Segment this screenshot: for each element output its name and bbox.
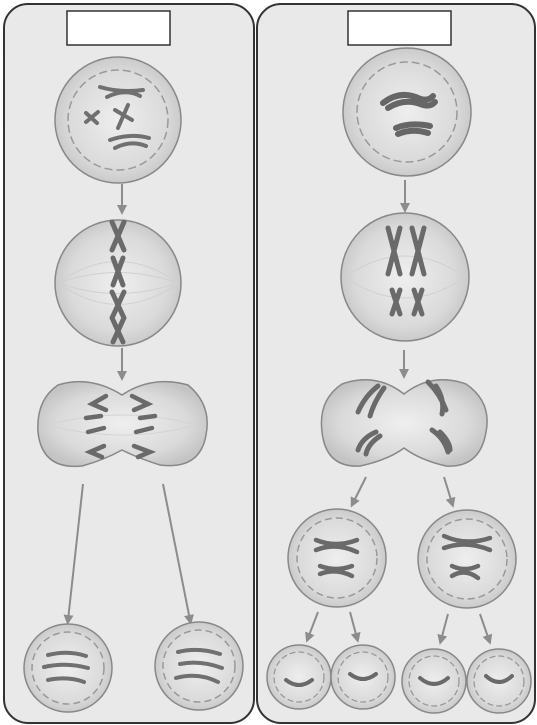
right-panel xyxy=(257,4,535,723)
mitosis-daughter-cell-left xyxy=(24,624,112,712)
gamete-cell-1 xyxy=(267,645,331,709)
mitosis-daughter-cell-right xyxy=(155,622,243,710)
gamete-cell-4 xyxy=(467,649,531,713)
left-panel xyxy=(4,4,254,723)
meiosis-prophase-cell xyxy=(343,48,471,176)
gamete-cell-2 xyxy=(331,645,395,709)
gamete-cell-3 xyxy=(402,649,466,713)
meiosis-ii-cell-left xyxy=(288,509,386,607)
meiosis-ii-cell-right xyxy=(418,510,516,608)
mitosis-metaphase-cell xyxy=(55,220,181,346)
mitosis-prophase-cell xyxy=(55,57,181,183)
right-label-box xyxy=(348,11,451,45)
meiosis-metaphase-cell xyxy=(341,213,469,341)
left-label-box xyxy=(67,11,170,45)
